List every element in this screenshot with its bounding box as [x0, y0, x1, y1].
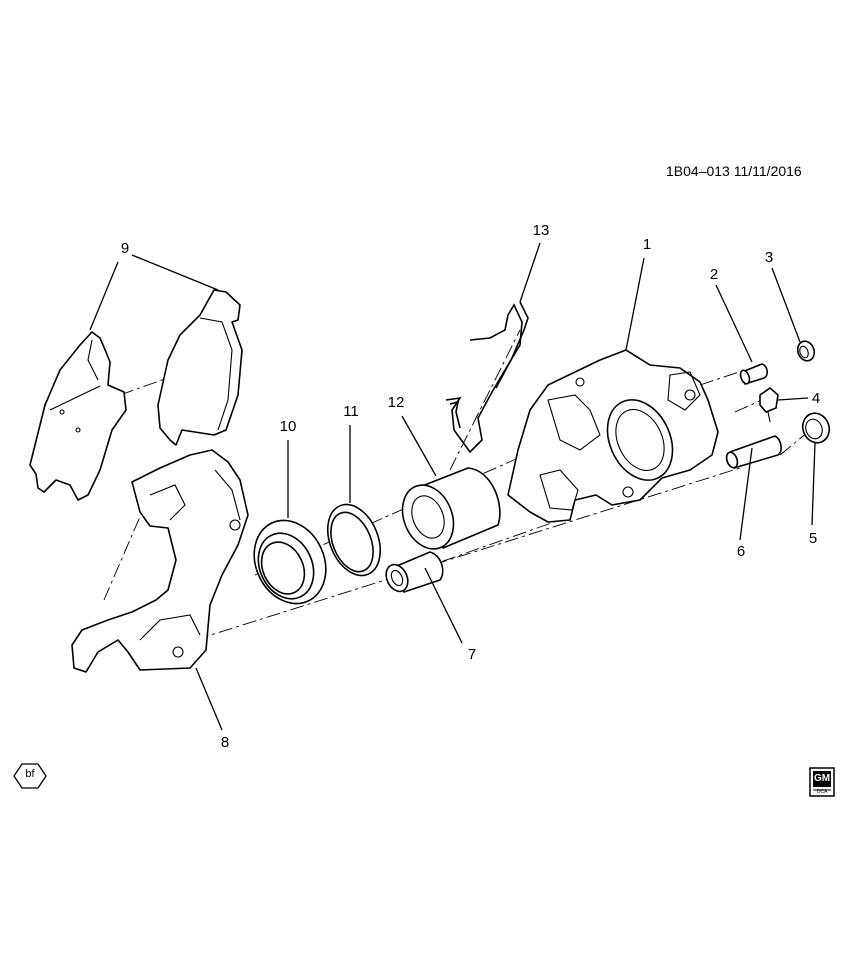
bleeder-valve — [739, 363, 768, 385]
guide-bushing — [385, 551, 444, 593]
inlet-fitting — [759, 387, 779, 423]
caliper-bracket — [71, 449, 249, 673]
caliper-piston — [401, 467, 501, 550]
callout-10: 10 — [279, 418, 297, 435]
bleeder-cap — [796, 340, 816, 362]
guide-pin-cap — [801, 412, 831, 444]
callout-8: 8 — [220, 734, 230, 751]
callout-2: 2 — [709, 266, 719, 283]
gm-logo-text: GM — [813, 773, 831, 784]
gm-logo-icon — [809, 767, 835, 797]
callout-11: 11 — [343, 403, 359, 420]
callout-7: 7 — [467, 646, 477, 663]
leader-lines — [89, 242, 816, 731]
callout-3: 3 — [764, 249, 774, 266]
bf-badge-icon — [13, 763, 47, 789]
callout-1: 1 — [642, 236, 652, 253]
callout-9: 9 — [120, 240, 130, 257]
piston-seal-ring — [326, 503, 382, 577]
callout-12: 12 — [387, 394, 405, 411]
gm-logo-subtext: OCA — [816, 789, 828, 795]
guide-pin — [725, 435, 782, 469]
callout-4: 4 — [811, 390, 821, 407]
brake-pad-inner — [29, 331, 127, 501]
callout-5: 5 — [808, 530, 818, 547]
diagram-reference: 1B04–013 11/11/2016 — [666, 163, 802, 179]
caliper-housing — [507, 349, 719, 523]
bf-badge-label: bf — [25, 768, 35, 780]
callout-6: 6 — [736, 543, 746, 560]
anti-rattle-spring — [445, 301, 529, 454]
piston-boot-seal — [253, 519, 327, 605]
brake-pad-outer — [157, 289, 243, 446]
callout-13: 13 — [532, 222, 550, 239]
